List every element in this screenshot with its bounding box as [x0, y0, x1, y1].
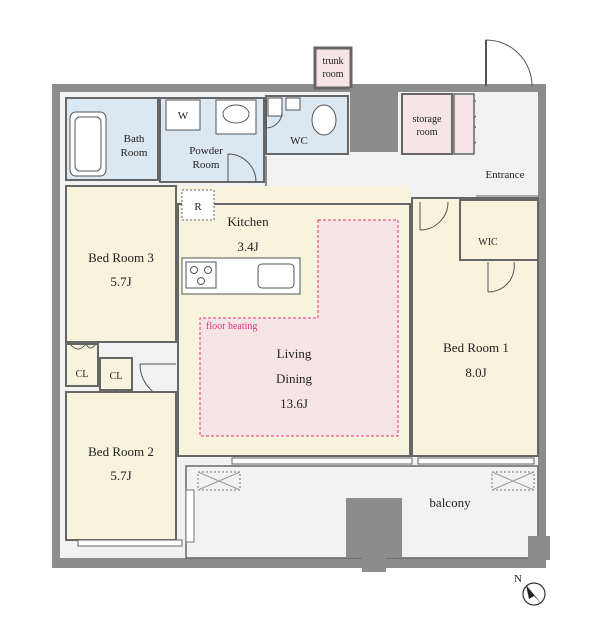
storage-room	[401, 93, 453, 155]
trunk-room-label-2: room	[322, 69, 343, 80]
north-arrow-icon	[526, 585, 541, 603]
bed-room-3-size: 5.7J	[110, 274, 131, 289]
bed-room-2	[65, 391, 177, 541]
washer	[165, 99, 201, 131]
powder-door-swing	[227, 153, 257, 183]
shoe-cabinet	[453, 93, 475, 155]
closet-a-doors	[69, 343, 97, 350]
closet-a	[65, 343, 99, 387]
cooktop	[185, 261, 217, 289]
trunk-room	[313, 46, 353, 90]
bed-room-2-size: 5.7J	[110, 468, 131, 483]
vanity	[215, 99, 257, 135]
wc-tank	[285, 97, 301, 111]
closet-b-label: CL	[110, 371, 123, 382]
wic-door-swing	[487, 261, 515, 293]
evacuation-hatch-1	[197, 471, 241, 491]
bed-1-door-swing	[419, 201, 449, 231]
balcony-column	[346, 498, 402, 558]
closet-b	[99, 357, 133, 391]
burner-2	[204, 266, 212, 274]
wic-label: WIC	[478, 237, 498, 248]
refrigerator	[181, 189, 215, 221]
evacuation-hatch-2	[491, 471, 535, 491]
storage-room-label-1: storage	[413, 114, 442, 125]
kitchen-size: 3.4J	[237, 239, 258, 254]
balcony-outdoor-unit	[528, 536, 550, 560]
living-label-2: Dining	[276, 371, 313, 386]
kitchen-sink	[257, 263, 295, 289]
powder-room-label-2: Room	[193, 159, 220, 171]
balcony-column-step	[362, 558, 386, 572]
bath-room-label-1: Bath	[124, 133, 145, 145]
balcony-label: balcony	[429, 495, 471, 510]
wc-label: WC	[290, 135, 308, 147]
refrigerator-label: R	[194, 201, 202, 213]
trunk-room-label-1: trunk	[322, 56, 343, 67]
bed-room-3	[65, 185, 177, 343]
vanity-sink	[222, 104, 250, 124]
wic	[459, 199, 539, 261]
pipe-shaft	[350, 88, 398, 152]
storage-room-label-2: room	[416, 127, 437, 138]
bed-1-window	[417, 457, 535, 465]
evacuation-hatch-1-cross	[197, 471, 241, 491]
compass-label: N	[514, 573, 522, 585]
burner-3	[197, 277, 205, 285]
bed-room-2-label: Bed Room 2	[88, 444, 154, 459]
bed-room-3-label: Bed Room 3	[88, 250, 154, 265]
bed-room-1-label: Bed Room 1	[443, 340, 509, 355]
floor-heating-label: floor heating	[206, 321, 257, 332]
wc-door-swing	[265, 100, 283, 129]
wc-shelf	[267, 97, 283, 117]
bathtub	[69, 111, 107, 177]
burner-1	[190, 266, 198, 274]
bed-2-window	[77, 539, 183, 547]
powder-room-label-1: Powder	[189, 145, 223, 157]
washer-label: W	[178, 110, 189, 122]
entrance-label: Entrance	[485, 169, 524, 181]
entrance	[476, 92, 538, 196]
entrance-door-swing	[485, 39, 533, 87]
living-label-1: Living	[277, 346, 312, 361]
balcony-partition	[185, 489, 195, 543]
ld-window	[231, 457, 413, 465]
living-size: 13.6J	[280, 396, 308, 411]
floor-heating-area	[199, 219, 399, 437]
evacuation-hatch-2-cross	[491, 471, 535, 491]
toilet	[311, 104, 337, 136]
bath-room-label-2: Room	[121, 147, 148, 159]
closet-a-label: CL	[76, 369, 89, 380]
bathtub-inner	[74, 116, 102, 172]
kitchen-label: Kitchen	[227, 214, 269, 229]
bed-room-1-size: 8.0J	[465, 365, 486, 380]
